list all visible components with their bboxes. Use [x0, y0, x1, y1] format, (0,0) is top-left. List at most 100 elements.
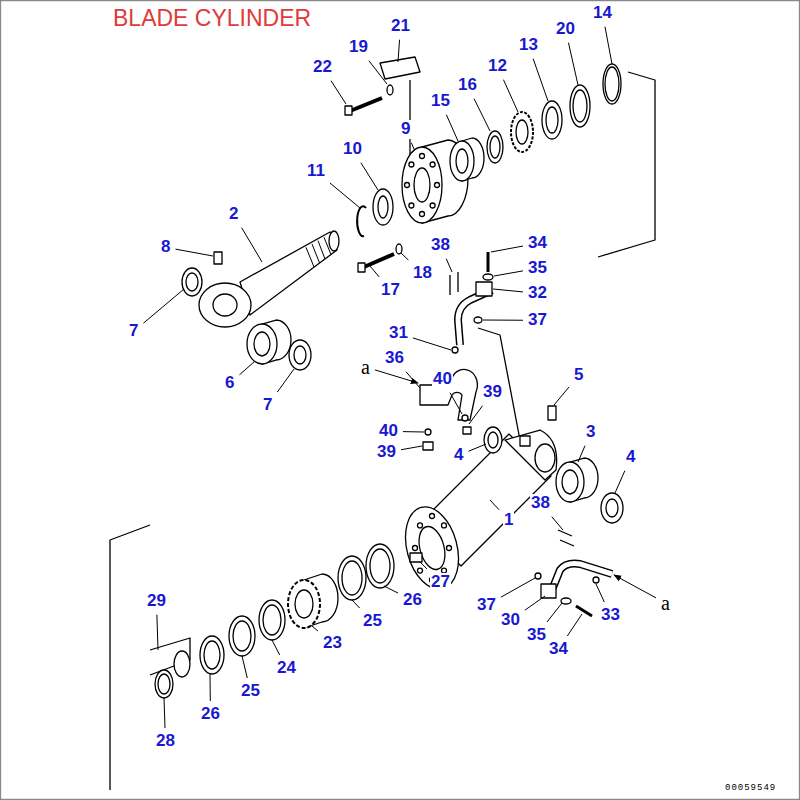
leader-line — [375, 370, 418, 383]
callout-number: 35 — [526, 626, 547, 645]
piston-rod — [240, 232, 337, 315]
callout-number: 20 — [555, 20, 576, 39]
washer — [483, 274, 493, 280]
tube-end — [505, 430, 557, 480]
bolt — [350, 98, 382, 111]
callout-number: 25 — [362, 612, 383, 631]
callout-number: 4 — [453, 446, 464, 465]
callout-number: 19 — [348, 38, 369, 57]
leader-line — [272, 640, 280, 655]
ring — [573, 90, 587, 122]
callout-number: 39 — [482, 383, 503, 402]
callout-number: 39 — [376, 443, 397, 462]
o-ring — [605, 67, 619, 101]
lock-plate — [380, 57, 420, 79]
callout-number: 33 — [600, 606, 621, 625]
leader-line — [175, 249, 213, 256]
leader-line — [547, 603, 562, 622]
drawing-code: 00059549 — [724, 784, 777, 794]
ring — [338, 556, 366, 600]
callout-number: 7 — [262, 396, 273, 415]
callout-number: 17 — [380, 281, 401, 300]
callout-number: 11 — [306, 162, 326, 181]
backup-ring — [155, 670, 173, 698]
port — [520, 436, 530, 446]
snap-ring — [357, 206, 366, 236]
leader-line — [384, 586, 398, 593]
rod-end — [329, 231, 339, 251]
callout-number: 30 — [500, 611, 521, 630]
leader-line — [330, 183, 360, 208]
leader-line — [568, 43, 578, 85]
ring — [200, 636, 224, 674]
leader-line — [468, 444, 486, 451]
leader-line — [370, 266, 379, 277]
callout-number: 27 — [430, 573, 451, 592]
callout-number: 36 — [384, 349, 405, 368]
view-marker: a — [360, 356, 371, 378]
leader-line — [614, 575, 656, 598]
washer — [387, 85, 393, 95]
leader-line — [312, 626, 318, 631]
callout-number: 18 — [412, 264, 433, 283]
cylinder-head — [402, 147, 442, 223]
plug — [410, 553, 422, 562]
bolt-head — [345, 106, 352, 115]
leader-line — [164, 698, 165, 728]
packing — [516, 120, 528, 144]
leader-line — [157, 615, 158, 650]
callout-number: 31 — [388, 324, 409, 343]
leader-line — [493, 289, 523, 292]
callout-number: 4 — [625, 448, 636, 467]
leader-line — [398, 40, 400, 62]
leader-line — [552, 517, 563, 530]
leader-line — [420, 562, 427, 569]
leader-line — [567, 614, 582, 636]
diagram-title: BLADE CYLINDER — [113, 6, 311, 31]
tube-flange — [397, 501, 467, 595]
leader-line — [242, 228, 262, 262]
callout-number: 1 — [503, 511, 514, 530]
leader-line — [361, 163, 378, 190]
bracket — [420, 369, 477, 420]
pipe — [552, 564, 612, 590]
callout-number: 29 — [146, 592, 167, 611]
callout-number: 38 — [530, 494, 551, 513]
leader-line — [446, 115, 458, 141]
callout-number: 5 — [573, 366, 584, 385]
leader-line — [554, 387, 569, 405]
leader-line — [369, 61, 387, 84]
dust-seal — [484, 427, 502, 453]
bushing — [450, 141, 474, 181]
leader-line — [450, 393, 462, 414]
view-marker: a — [660, 592, 671, 614]
callout-number: 34 — [548, 640, 569, 659]
leader-line — [331, 81, 346, 104]
dust-seal — [289, 340, 311, 370]
leader-line — [469, 406, 483, 424]
o-ring — [452, 347, 458, 353]
pipe — [458, 290, 492, 345]
bolt — [487, 252, 490, 272]
callout-number: 25 — [240, 682, 261, 701]
callout-number: 37 — [527, 311, 548, 330]
bushing — [254, 332, 270, 356]
pipe-clamp — [541, 584, 556, 598]
dust-seal — [601, 493, 623, 523]
u-bolt — [450, 272, 458, 295]
bushing — [456, 149, 468, 173]
callout-number: 24 — [276, 659, 297, 678]
callout-number: 22 — [312, 58, 333, 77]
leader-line — [352, 600, 360, 608]
callout-number: 37 — [476, 596, 497, 615]
dust-seal — [186, 273, 198, 291]
callout-number: 23 — [322, 634, 343, 653]
bolt-head — [358, 263, 365, 272]
group-bracket — [110, 525, 150, 790]
callout-number: 21 — [390, 17, 411, 36]
ring — [487, 131, 503, 163]
callout-number: 26 — [200, 705, 221, 724]
leader-line — [401, 446, 422, 450]
callout-number: 13 — [518, 36, 539, 55]
leader-line — [277, 369, 294, 392]
